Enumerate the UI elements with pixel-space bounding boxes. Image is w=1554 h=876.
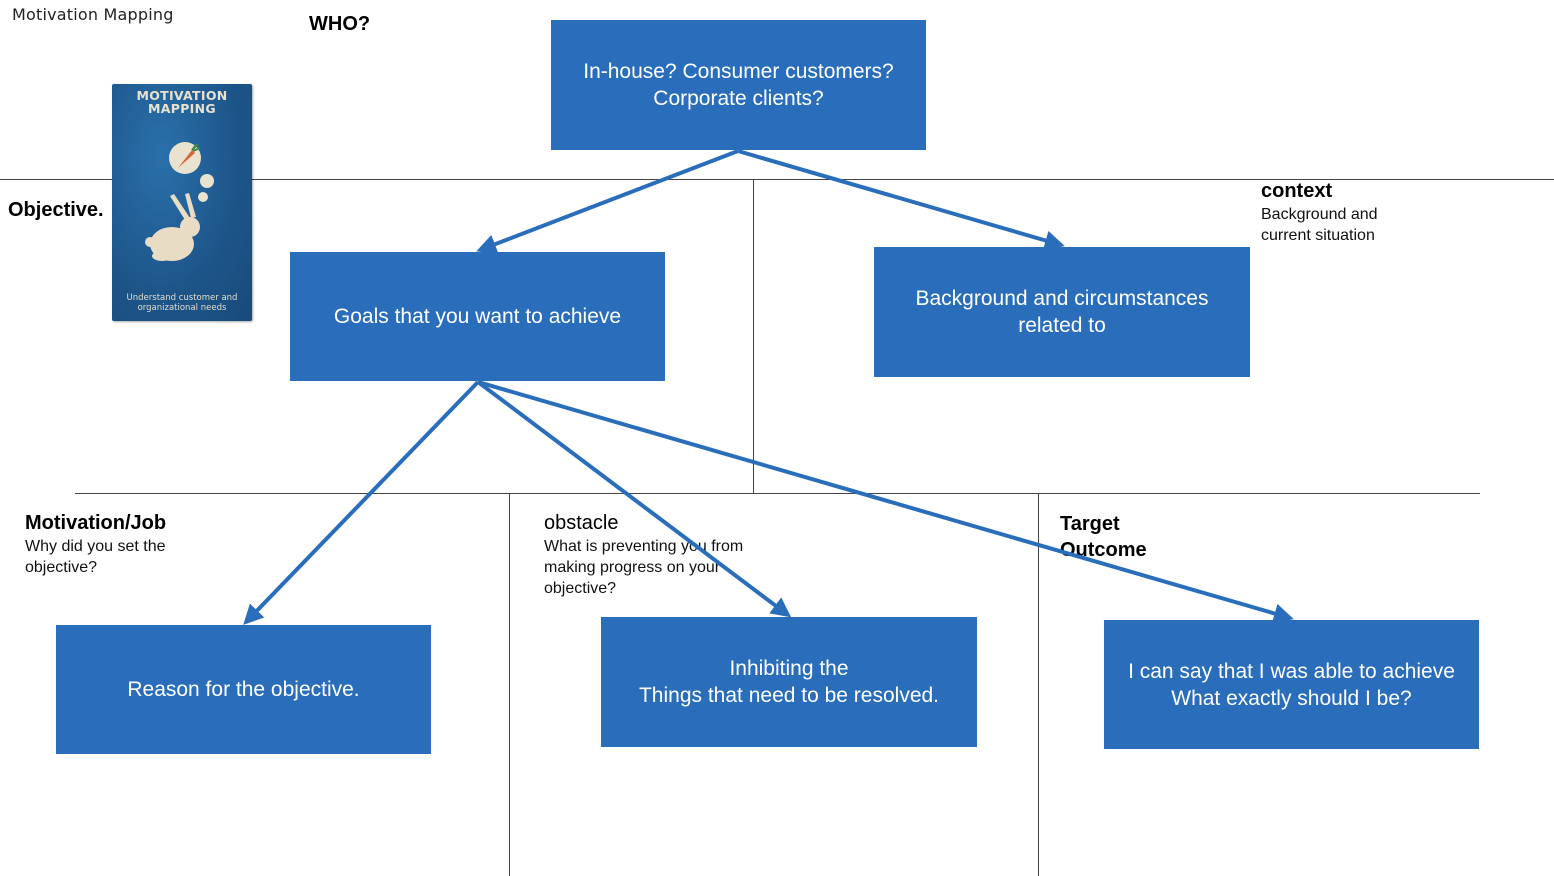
obstacle-description: What is preventing you from making progr… xyxy=(544,538,744,597)
arrow-who-to-background xyxy=(737,149,1065,251)
book-subtitle: Understand customer and organizational n… xyxy=(126,293,238,313)
objective-label: Objective. xyxy=(8,199,104,221)
context-description: Background and current situation xyxy=(1261,206,1378,244)
divider-motivation-obstacle xyxy=(509,494,510,876)
carrot-icon xyxy=(169,142,201,174)
background-box: Background and circumstances related to xyxy=(874,247,1250,377)
arrow-goals-to-reason xyxy=(243,380,480,625)
reason-box: Reason for the objective. xyxy=(56,625,431,754)
motivation-description: Why did you set the objective? xyxy=(25,538,166,576)
obstacle-heading: obstacle xyxy=(544,512,619,534)
divider-objective-context xyxy=(753,180,754,493)
book-cover: MOTIVATION MAPPING Understand customer a… xyxy=(112,84,252,321)
book-illustration xyxy=(145,142,214,261)
who-label: WHO? xyxy=(309,13,371,35)
goals-box: Goals that you want to achieve xyxy=(290,252,665,381)
context-heading: context xyxy=(1261,180,1333,202)
divider-obstacle-target xyxy=(1038,494,1039,876)
target-box: I can say that I was able to achieve Wha… xyxy=(1104,620,1479,749)
divider-middle xyxy=(75,493,1480,494)
rabbit-icon xyxy=(145,193,200,261)
target-heading: Target Outcome xyxy=(1060,513,1147,561)
book-title: MOTIVATION MAPPING xyxy=(136,88,228,116)
motivation-heading: Motivation/Job xyxy=(25,512,167,534)
motivation-section-label: Motivation/Job Why did you set the objec… xyxy=(25,510,166,578)
inhibiting-box: Inhibiting the Things that need to be re… xyxy=(601,617,977,747)
who-box: In-house? Consumer customers? Corporate … xyxy=(551,20,926,150)
arrow-who-to-goals xyxy=(476,149,739,254)
context-section-label: context Background and current situation xyxy=(1261,178,1378,246)
page-title: Motivation Mapping xyxy=(12,5,174,24)
obstacle-section-label: obstacle What is preventing you from mak… xyxy=(544,510,743,599)
